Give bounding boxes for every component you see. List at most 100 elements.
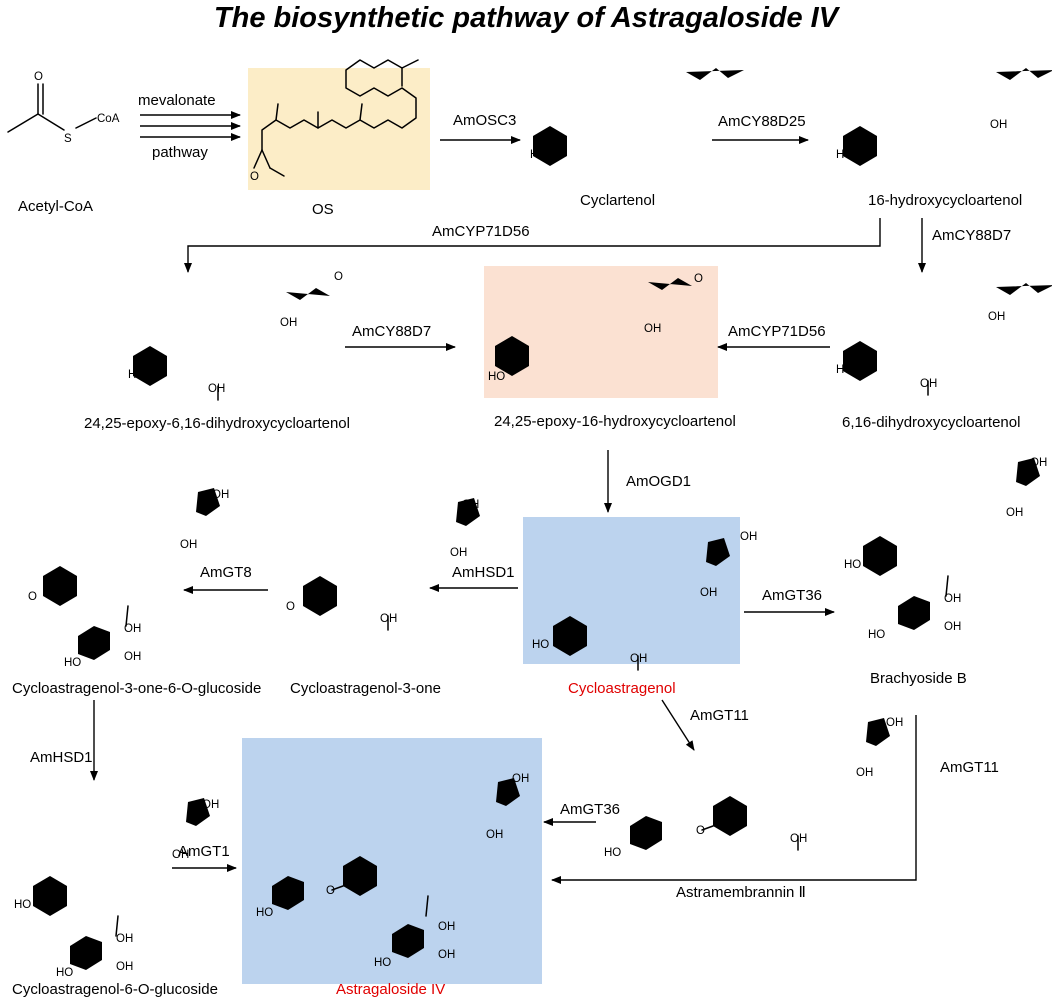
- enzyme-amgt11-mid: AmGT11: [690, 707, 749, 724]
- label-acetyl-coa: Acetyl-CoA: [18, 198, 93, 215]
- ca-glc-sugar-oh1: OH: [116, 933, 133, 945]
- dihydroxy-ho-atom: HO: [836, 364, 853, 376]
- enzyme-amhsd1-mid: AmHSD1: [452, 564, 515, 581]
- ca-one-glc-16oh-atom: OH: [180, 539, 197, 551]
- brachyoside-ho-atom: HO: [844, 559, 861, 571]
- enzyme-mevalonate: mevalonate: [138, 92, 216, 109]
- enzyme-amcy88d7-right: AmCY88D7: [932, 227, 1011, 244]
- ca-one-structure: [303, 478, 506, 631]
- astragaloside-structure: [331, 758, 546, 917]
- ca-one-16oh-atom: OH: [450, 547, 467, 559]
- epoxy-dihydroxy-structure: [133, 278, 360, 401]
- label-astragaloside-iv: Astragaloside IV: [336, 981, 445, 998]
- cycloastragenol-structure: [553, 518, 756, 671]
- epoxy-dihydroxy-6oh-atom: OH: [208, 383, 225, 395]
- enzyme-amgt1: AmGT1: [178, 843, 230, 860]
- cycloastragenol-oh-atom: OH: [740, 531, 757, 543]
- enzyme-amcyp71d56-top: AmCYP71D56: [432, 223, 530, 240]
- enzyme-pathway: pathway: [152, 144, 208, 161]
- label-cycloastragenol: Cycloastragenol: [568, 680, 676, 697]
- label-ca-glc: Cycloastragenol-6-O-glucoside: [12, 981, 218, 998]
- astragaloside-sugar6-oh1: OH: [438, 921, 455, 933]
- label-6-16-dihydroxycycloartenol: 6,16-dihydroxycycloartenol: [842, 414, 1020, 431]
- epoxy-dihydroxy-o-atom: O: [334, 271, 343, 283]
- arrow-16oh-to-epoxy-dihydroxy: [184, 218, 881, 273]
- acetyl-coa-s-atom: S: [64, 133, 72, 145]
- enzyme-amcyp71d56-mid: AmCYP71D56: [728, 323, 826, 340]
- astragaloside-3o-atom: O: [326, 885, 335, 897]
- ca-glc-sugar-ho: HO: [56, 967, 73, 979]
- astramembrannin-structure: [701, 698, 916, 851]
- arrow-brachyoside-to-astragaloside: [551, 715, 917, 884]
- label-os: OS: [312, 201, 334, 218]
- label-cyclartenol: Cyclartenol: [580, 192, 655, 209]
- cyclartenol-ho-atom: HO: [530, 149, 547, 161]
- astragaloside-sugar6-oh2: OH: [438, 949, 455, 961]
- label-epoxy-hydroxy: 24,25-epoxy-16-hydroxycycloartenol: [494, 413, 736, 430]
- hydroxy16-structure: [843, 52, 1052, 180]
- ca-glc-oh-atom: OH: [202, 799, 219, 811]
- epoxy-dihydroxy-16oh-atom: OH: [280, 317, 297, 329]
- ca-one-glc-sugar-oh2: OH: [124, 651, 141, 663]
- label-cycloastragenol-3-one: Cycloastragenol-3-one: [290, 680, 441, 697]
- hydroxy16-oh-atom: OH: [990, 119, 1007, 131]
- ca-glc-ho-atom: HO: [14, 899, 31, 911]
- brachyoside-sugar-ho: HO: [868, 629, 885, 641]
- ca-one-glc-sugar-oh1: OH: [124, 623, 141, 635]
- enzyme-amgt36-bottom: AmGT36: [560, 801, 620, 818]
- epoxy-dihydroxy-ho-atom: HO: [128, 369, 145, 381]
- acetyl-coa-coa-atom: CoA: [97, 113, 120, 125]
- astragaloside-oh-atom: OH: [512, 773, 529, 785]
- label-16-hydroxycycloartenol: 16-hydroxycycloartenol: [868, 192, 1022, 209]
- label-ca-one-glc: Cycloastragenol-3-one-6-O-glucoside: [12, 680, 261, 697]
- epoxy-hydroxy-ho-atom: HO: [488, 371, 505, 383]
- os-structure: [253, 59, 419, 177]
- brachyoside-structure: [863, 438, 1052, 597]
- enzyme-amogd1: AmOGD1: [626, 473, 691, 490]
- astragaloside-16oh-atom: OH: [486, 829, 503, 841]
- cycloastragenol-ho-atom: HO: [532, 639, 549, 651]
- ca-glc-structure: [33, 778, 236, 937]
- astramembrannin-6oh-atom: OH: [790, 833, 807, 845]
- astragaloside-sugar6-ho: HO: [374, 957, 391, 969]
- dihydroxy-16oh-atom: OH: [988, 311, 1005, 323]
- astragaloside-sugar3-ho: HO: [256, 907, 273, 919]
- brachyoside-16oh-atom: OH: [1006, 507, 1023, 519]
- brachyoside-oh-atom: OH: [1030, 457, 1047, 469]
- ca-one-o-atom: O: [286, 601, 295, 613]
- os-o-atom: O: [250, 171, 259, 183]
- os-highlight-box: [248, 68, 430, 190]
- epoxy-highlight-box: [484, 266, 718, 398]
- enzyme-amgt36-right: AmGT36: [762, 587, 822, 604]
- ca-one-glc-sugar-ho: HO: [64, 657, 81, 669]
- enzyme-amcy88d25: AmCY88D25: [718, 113, 806, 130]
- enzyme-amcy88d7-mid: AmCY88D7: [352, 323, 431, 340]
- cycloastragenol-o-atom: O: [712, 541, 721, 553]
- astramembrannin-oh-atom: OH: [886, 717, 903, 729]
- ca-one-glc-oh-atom: OH: [212, 489, 229, 501]
- astramembrannin-sugar-ho: HO: [604, 847, 621, 859]
- cycloastragenol-16oh-atom: OH: [700, 587, 717, 599]
- dihydroxy-structure: [843, 267, 1052, 396]
- astramembrannin-sugar: [618, 816, 674, 862]
- enzyme-amgt8: AmGT8: [200, 564, 252, 581]
- epoxy-hydroxy-o-atom: O: [694, 273, 703, 285]
- label-epoxy-dihydroxy: 24,25-epoxy-6,16-dihydroxycycloartenol: [84, 415, 350, 432]
- ca-one-oh-atom: OH: [462, 499, 479, 511]
- arrow-cycloastragenol-to-astramembrannin: [661, 699, 695, 751]
- astramembrannin-o-atom: O: [696, 825, 705, 837]
- enzyme-amhsd1-left: AmHSD1: [30, 749, 93, 766]
- enzyme-amosc3: AmOSC3: [453, 112, 516, 129]
- label-brachyoside-b: Brachyoside B: [870, 670, 967, 687]
- ca-glc-sugar-oh2: OH: [116, 961, 133, 973]
- cycloastragenol-6oh-atom: OH: [630, 653, 647, 665]
- ca-one-glc-structure: [43, 468, 246, 627]
- dihydroxy-6oh-atom: OH: [920, 378, 937, 390]
- acetyl-coa-structure: [7, 83, 97, 133]
- brachyoside-sugar-oh1: OH: [944, 593, 961, 605]
- hydroxy16-ho-atom: HO: [836, 149, 853, 161]
- ca-glc-16oh-atom: OH: [172, 849, 189, 861]
- brachyoside-sugar: [886, 596, 942, 642]
- epoxy-hydroxy-oh-atom: OH: [644, 323, 661, 335]
